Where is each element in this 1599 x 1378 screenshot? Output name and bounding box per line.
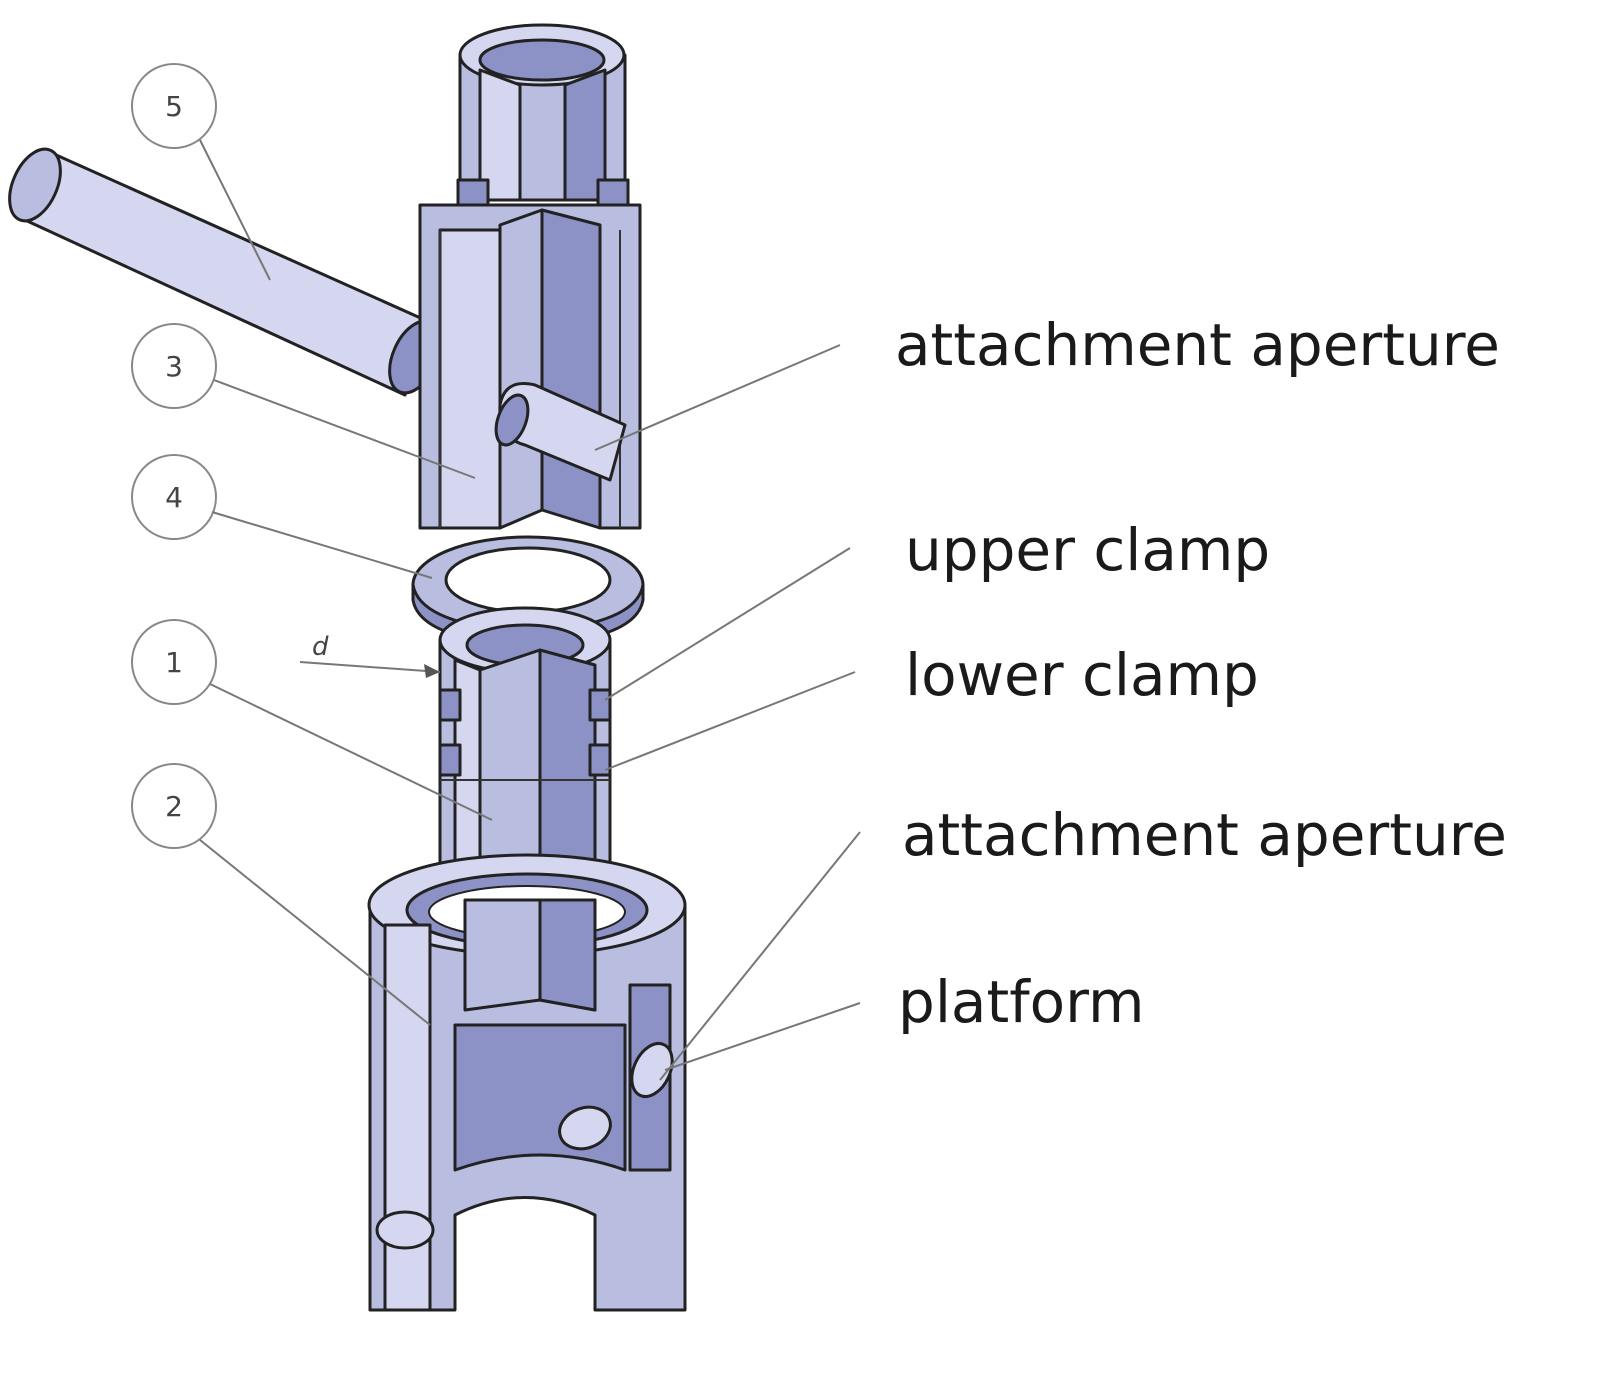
callout-2-label: 2 [165,790,183,823]
label-upper-clamp: upper clamp [905,516,1270,584]
callout-1: 1 [131,619,493,821]
callout-2: 2 [131,763,431,1026]
callout-1-label: 1 [165,646,183,679]
callout-5-label: 5 [165,90,183,123]
part-5-rod [8,147,442,397]
callout-5-bubble [131,63,217,149]
part-3-upper-body [418,23,642,530]
part-1-shaft-lower [463,898,597,1012]
label-lower-clamp: lower clamp [905,641,1259,709]
callout-4-label: 4 [165,481,183,514]
callout-3: 3 [131,323,476,479]
label-platform: platform [898,968,1144,1036]
leader-platform [664,1002,861,1071]
leader-upper-clamp [604,547,851,701]
dimension-d-label: d [312,632,329,662]
callout-1-bubble [131,619,217,705]
leader-lower-clamp [604,671,856,771]
label-attachment-aperture-top: attachment aperture [895,311,1500,379]
leader-attachment-aperture-bottom [659,831,861,1081]
callout-3-label: 3 [165,350,183,383]
callout-3-bubble [131,323,217,409]
leader-attachment-aperture-top [594,344,841,451]
callout-4-bubble [131,454,217,540]
callout-5: 5 [131,63,271,281]
callout-2-bubble [131,763,217,849]
dimension-d: d [299,632,441,678]
callout-4: 4 [131,454,433,579]
label-attachment-aperture-bottom: attachment aperture [902,801,1507,869]
